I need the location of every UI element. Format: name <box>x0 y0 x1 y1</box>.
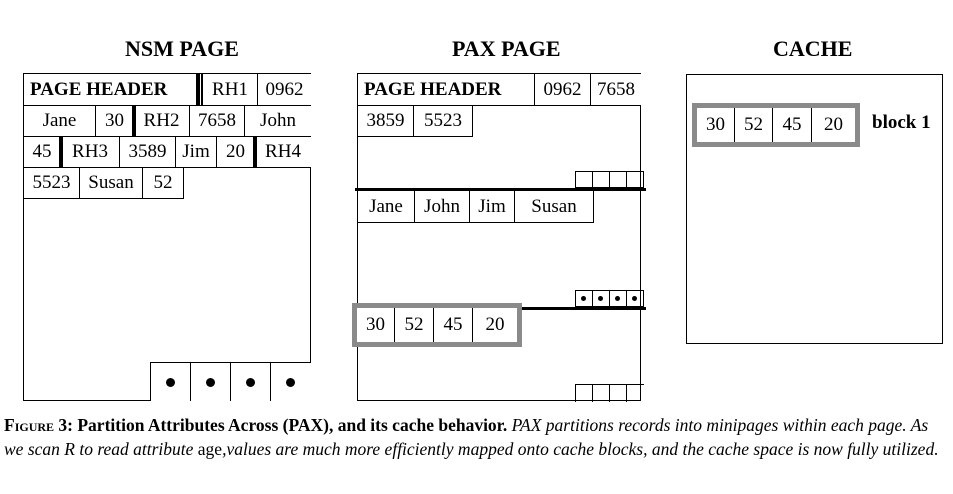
pax-age-cell: 20 <box>472 308 517 342</box>
pax-cell-0962: 0962 <box>534 74 591 106</box>
pax-cell-5523: 5523 <box>413 105 473 137</box>
cache-block-label: block 1 <box>872 112 931 133</box>
presence-bit <box>575 171 593 188</box>
pax-cell-7658: 7658 <box>590 74 641 106</box>
nsm-record-marker <box>196 74 200 106</box>
pax-page-header: PAGE HEADER <box>358 74 535 106</box>
nsm-cell-jim: Jim <box>175 136 217 168</box>
caption-figure-title: Partition Attributes Across (PAX), and i… <box>77 415 508 435</box>
figure-caption: Figure 3: Partition Attributes Across (P… <box>4 413 949 461</box>
pax-age-minipage: 30 52 45 20 <box>352 303 522 347</box>
slot-dot-icon <box>206 378 215 387</box>
pax-age-cell: 45 <box>433 308 473 342</box>
presence-bit <box>592 290 610 307</box>
slot-dot-icon <box>246 378 255 387</box>
nsm-rh4: RH4 <box>254 136 311 168</box>
pax-cell-susan: Susan <box>514 191 594 223</box>
dot-icon <box>581 296 586 301</box>
nsm-cell-7658: 7658 <box>189 105 245 137</box>
nsm-cell-0962: 0962 <box>257 74 311 106</box>
cache-block-cell: 30 <box>697 108 735 142</box>
presence-bit <box>575 290 593 307</box>
nsm-record-marker <box>132 105 136 137</box>
pax-cell-jane: Jane <box>358 191 415 223</box>
slot-dot-icon <box>166 378 175 387</box>
presence-bit <box>626 171 644 188</box>
presence-bit <box>609 171 627 188</box>
nsm-cell-jane: Jane <box>24 105 96 137</box>
presence-bit <box>609 384 627 402</box>
nsm-cell-john: John <box>244 105 311 137</box>
presence-bit <box>592 384 610 402</box>
presence-bit <box>626 290 644 307</box>
pax-page-title: PAX PAGE <box>452 36 561 61</box>
pax-age-cell: 30 <box>357 308 395 342</box>
presence-bit <box>609 290 627 307</box>
cache-title: CACHE <box>773 36 853 61</box>
dot-icon <box>598 296 603 301</box>
cache-block-1: 30 52 45 20 <box>692 103 860 147</box>
pax-page: PAGE HEADER 0962 7658 3859 5523 Jane Joh… <box>355 73 646 402</box>
minipage-divider <box>513 307 646 310</box>
minipage-divider <box>355 188 646 191</box>
nsm-page: PAGE HEADER RH1 0962 Jane 30 RH2 7658 Jo… <box>23 73 311 401</box>
nsm-cell-30: 30 <box>95 105 134 137</box>
cache-block-cell: 52 <box>734 108 773 142</box>
nsm-slot <box>230 362 271 401</box>
caption-figure-label: Figure 3: <box>4 415 73 435</box>
nsm-rh3: RH3 <box>60 136 120 168</box>
nsm-page-header: PAGE HEADER <box>24 74 202 106</box>
pax-cell-jim: Jim <box>469 191 515 223</box>
caption-attr: age <box>197 439 223 459</box>
presence-bit <box>575 384 593 402</box>
dot-icon <box>632 296 637 301</box>
nsm-rh1: RH1 <box>202 74 258 106</box>
nsm-cell-45: 45 <box>24 136 61 168</box>
nsm-slot <box>150 362 191 401</box>
nsm-cell-5523: 5523 <box>24 167 80 199</box>
slot-dot-icon <box>286 378 295 387</box>
caption-text-2: ,values are much more efficiently mapped… <box>222 439 939 459</box>
nsm-cell-52: 52 <box>142 167 184 199</box>
dot-icon <box>615 296 620 301</box>
caption-text-1: PAX partitions records into minipages wi… <box>4 415 929 459</box>
presence-bit <box>592 171 610 188</box>
nsm-slot <box>190 362 231 401</box>
cache-block-cell: 20 <box>811 108 855 142</box>
nsm-slot <box>270 362 311 401</box>
pax-cell-3859: 3859 <box>358 105 414 137</box>
nsm-page-title: NSM PAGE <box>125 36 239 61</box>
pax-cell-john: John <box>414 191 470 223</box>
nsm-record-marker <box>59 136 63 168</box>
nsm-record-marker <box>253 136 257 168</box>
nsm-cell-3589: 3589 <box>119 136 176 168</box>
pax-age-cell: 52 <box>394 308 434 342</box>
nsm-cell-susan: Susan <box>79 167 143 199</box>
presence-bit <box>626 384 644 402</box>
nsm-cell-20: 20 <box>216 136 255 168</box>
nsm-rh2: RH2 <box>133 105 190 137</box>
cache-block-cell: 45 <box>772 108 812 142</box>
